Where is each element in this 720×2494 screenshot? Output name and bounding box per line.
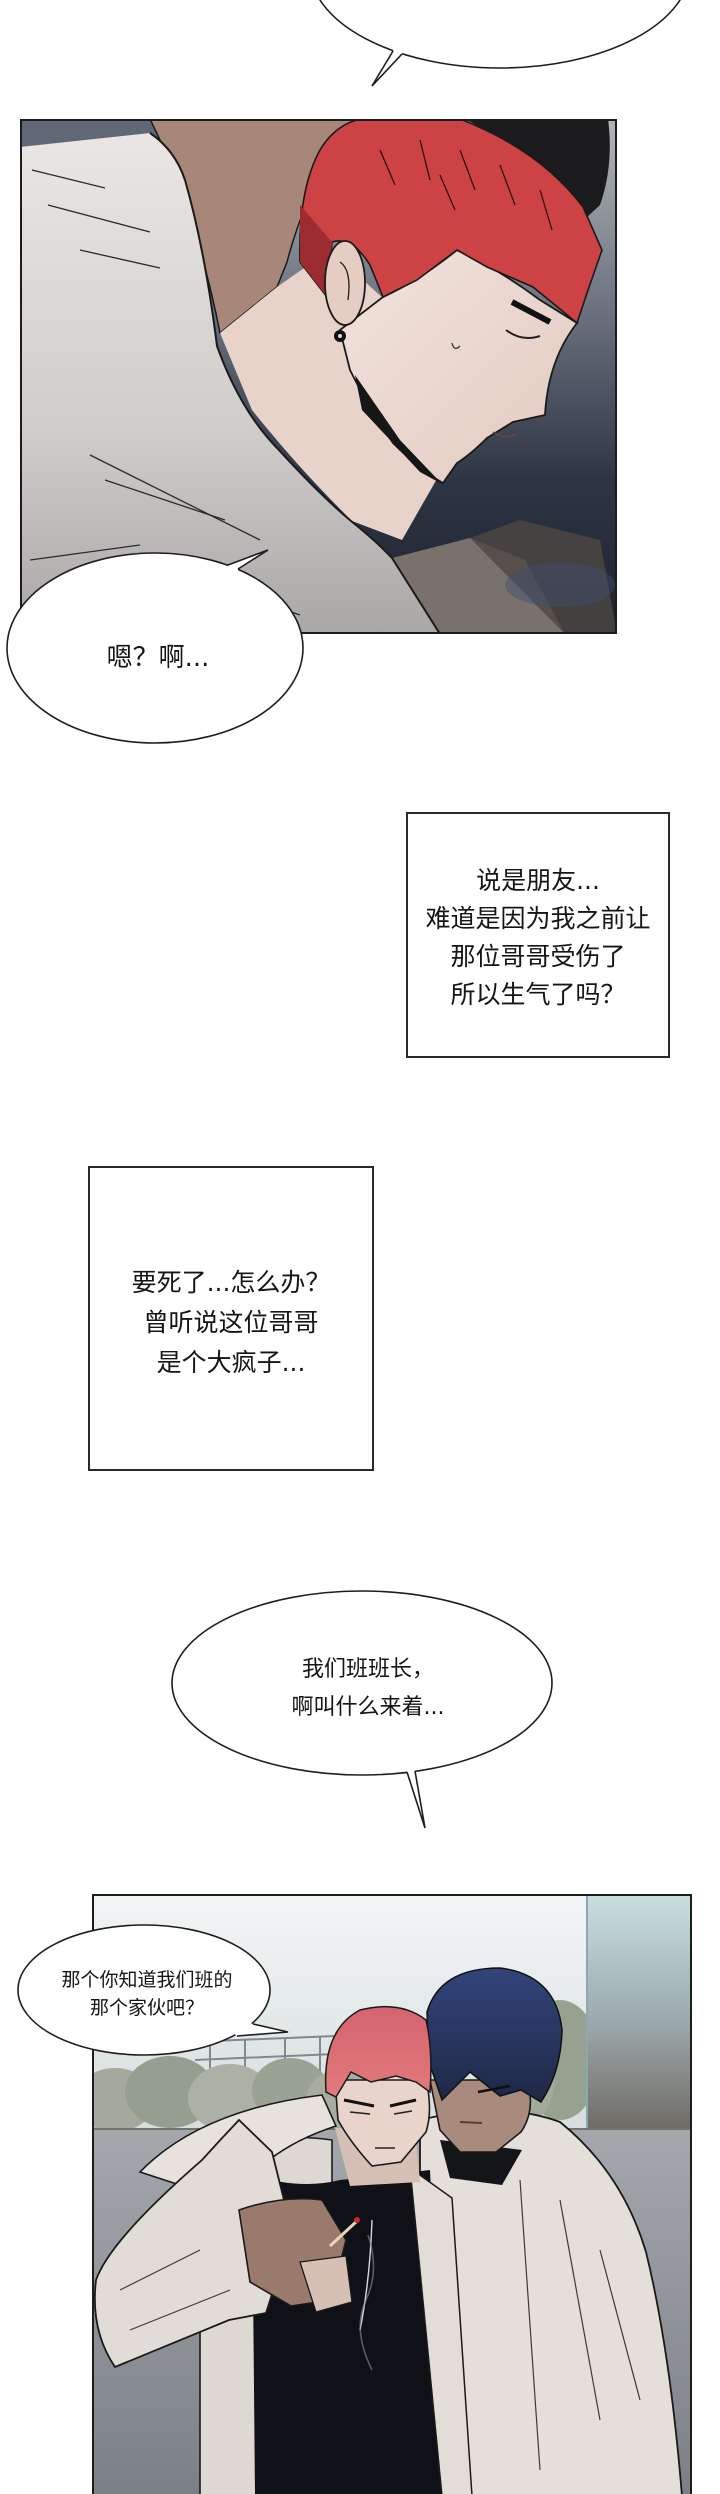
speech-bubble-hmm [0,540,310,750]
red-haired-man-illustration [20,119,617,634]
speech-bubble-top-partial [300,0,700,92]
speech-text-class-monitor: 我们班班长， 啊叫什么来着... [258,1651,478,1727]
speech-line: 我们班班长， [301,1657,434,1682]
speech-line: 那个你知道我们班的 [61,1969,233,1991]
narration-line: 是个大疯子... [156,1347,306,1377]
speech-bubble-class-monitor [165,1585,560,1835]
speech-bubble-shape [319,0,681,87]
speech-line: 那个家伙吧？ [89,1997,204,2019]
narration-line: 要死了...怎么办？ [131,1267,331,1297]
speech-line: 啊叫什么来着... [291,1695,445,1720]
speech-text-hmm: 嗯？啊... [106,643,210,673]
narration-line: 那位哥哥受伤了 [450,942,626,971]
narration-line: 难道是因为我之前让 [425,904,651,933]
speech-bubble-that-guy [10,1918,295,2062]
speech-text-that-guy: 那个你知道我们班的 那个家伙吧？ [37,1966,257,2022]
narration-box-friend: 说是朋友... 难道是因为我之前让 那位哥哥受伤了 所以生气了吗？ [406,812,670,1058]
comic-panel-1 [20,119,617,634]
narration-line: 曾听说这位哥哥 [143,1307,319,1337]
speech-bubble-shape [17,1924,289,2056]
speech-bubble-shape [171,1590,553,1829]
narration-line: 所以生气了吗？ [450,980,626,1009]
narration-line: 说是朋友... [476,866,600,895]
narration-box-madman: 要死了...怎么办？ 曾听说这位哥哥 是个大疯子... [88,1166,374,1471]
speech-bubble-shape [6,549,304,744]
